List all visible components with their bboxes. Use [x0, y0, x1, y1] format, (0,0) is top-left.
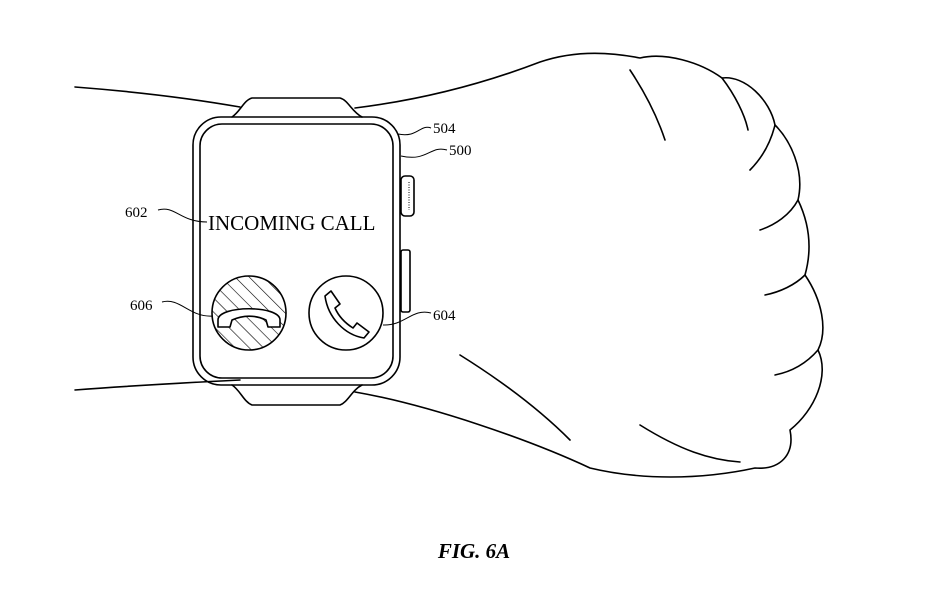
accept-call-button[interactable] [308, 275, 384, 351]
watch-band-bottom [231, 384, 363, 406]
leader-lines [157, 126, 448, 326]
label-604: 604 [433, 308, 456, 324]
decline-call-button[interactable] [211, 275, 287, 351]
figure-caption: FIG. 6A [437, 539, 510, 563]
incoming-call-text: INCOMING CALL [208, 211, 375, 235]
watch-display [199, 123, 394, 379]
arm-outline [74, 52, 824, 478]
label-606: 606 [130, 298, 153, 314]
digital-crown[interactable] [400, 175, 415, 217]
watch-body [192, 116, 401, 386]
watch-band-top [231, 97, 363, 118]
side-button[interactable] [400, 249, 411, 313]
label-504: 504 [433, 121, 456, 137]
phone-hangup-icon [217, 307, 281, 328]
label-602: 602 [125, 205, 148, 221]
phone-accept-icon [324, 290, 370, 339]
label-500: 500 [449, 143, 472, 159]
